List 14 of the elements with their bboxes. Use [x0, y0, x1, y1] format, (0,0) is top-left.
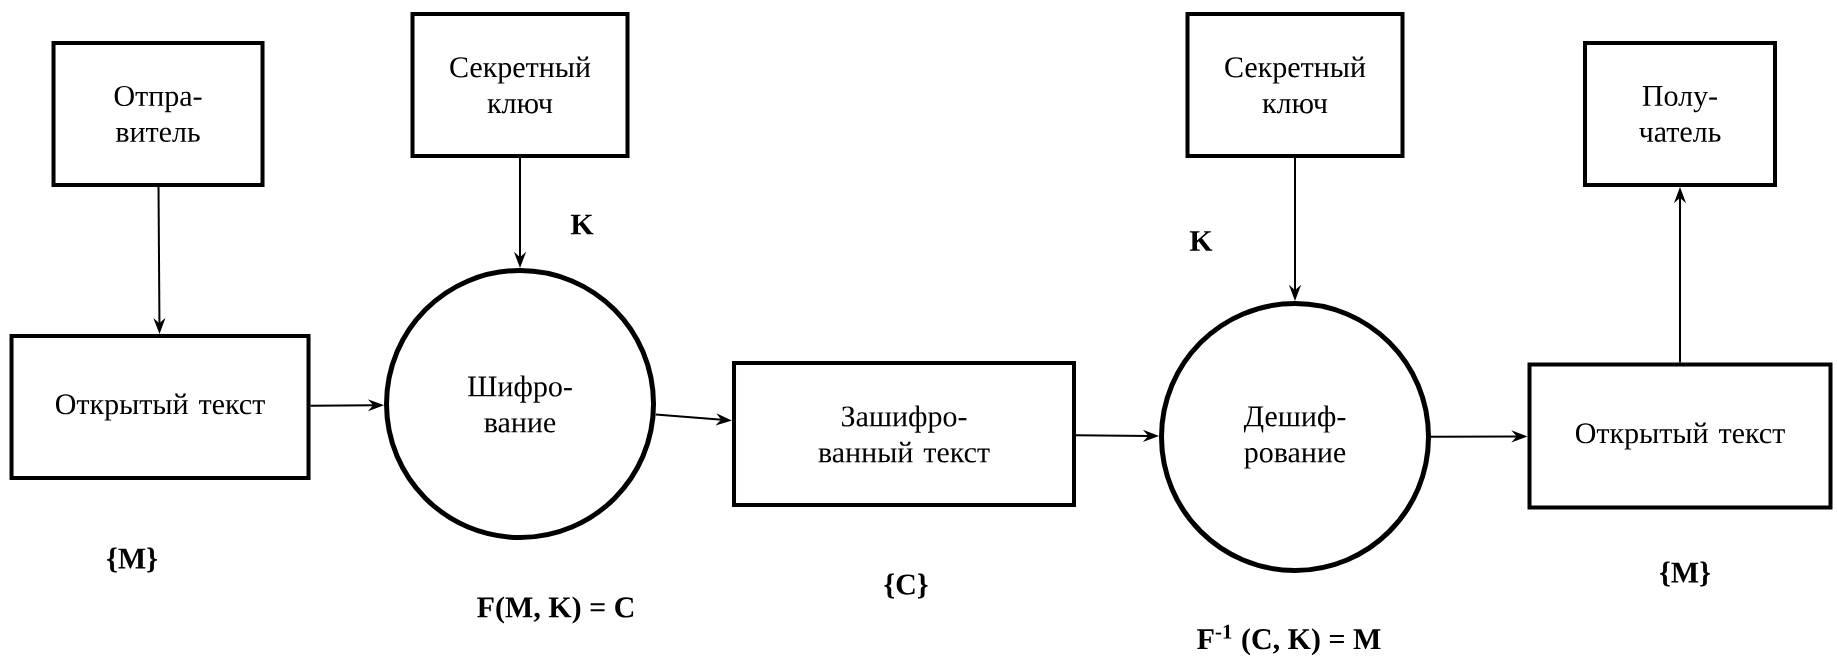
process-box: Открытый текст	[1527, 362, 1833, 510]
process-box: Секретный ключ	[410, 12, 630, 158]
edge-label: K	[1189, 231, 1213, 251]
edge-label: K	[570, 214, 594, 235]
node-caption: {M}	[1660, 561, 1710, 587]
process-box: Открытый текст	[9, 334, 311, 480]
process-box: Секретный ключ	[1185, 12, 1405, 158]
process-box: Зашифро- ванный текст	[732, 361, 1076, 507]
node-caption: {C}	[884, 573, 928, 599]
node-caption: F(M, K) = C	[477, 596, 634, 624]
process-box: Отпра- витель	[51, 41, 265, 187]
node-caption: {M}	[107, 547, 158, 573]
node-caption: F$^{-1}$ (C, K) = M	[1197, 624, 1381, 656]
process-box: Полу- чатель	[1583, 41, 1777, 187]
